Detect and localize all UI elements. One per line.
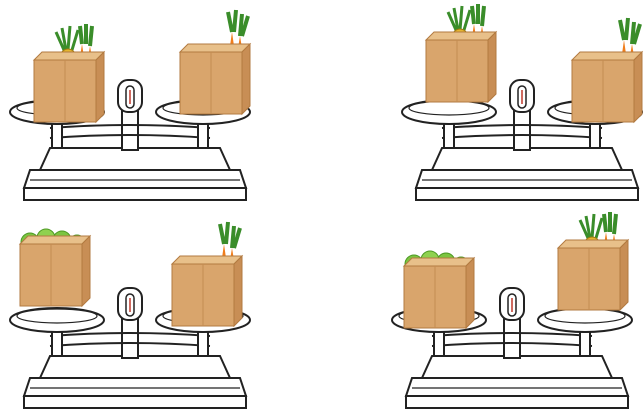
box-mixed — [34, 24, 104, 122]
box-vegetables — [172, 222, 242, 326]
scale-bottom-left — [10, 222, 250, 408]
box-mixed — [558, 212, 628, 310]
box-vegetables — [180, 10, 250, 114]
box-apples — [20, 229, 90, 306]
box-mixed — [426, 4, 496, 102]
scale-top-left — [10, 10, 250, 200]
scale-top-right — [402, 4, 642, 200]
box-vegetables — [572, 18, 642, 122]
scale-bottom-right — [392, 212, 632, 408]
box-apples — [404, 251, 474, 328]
